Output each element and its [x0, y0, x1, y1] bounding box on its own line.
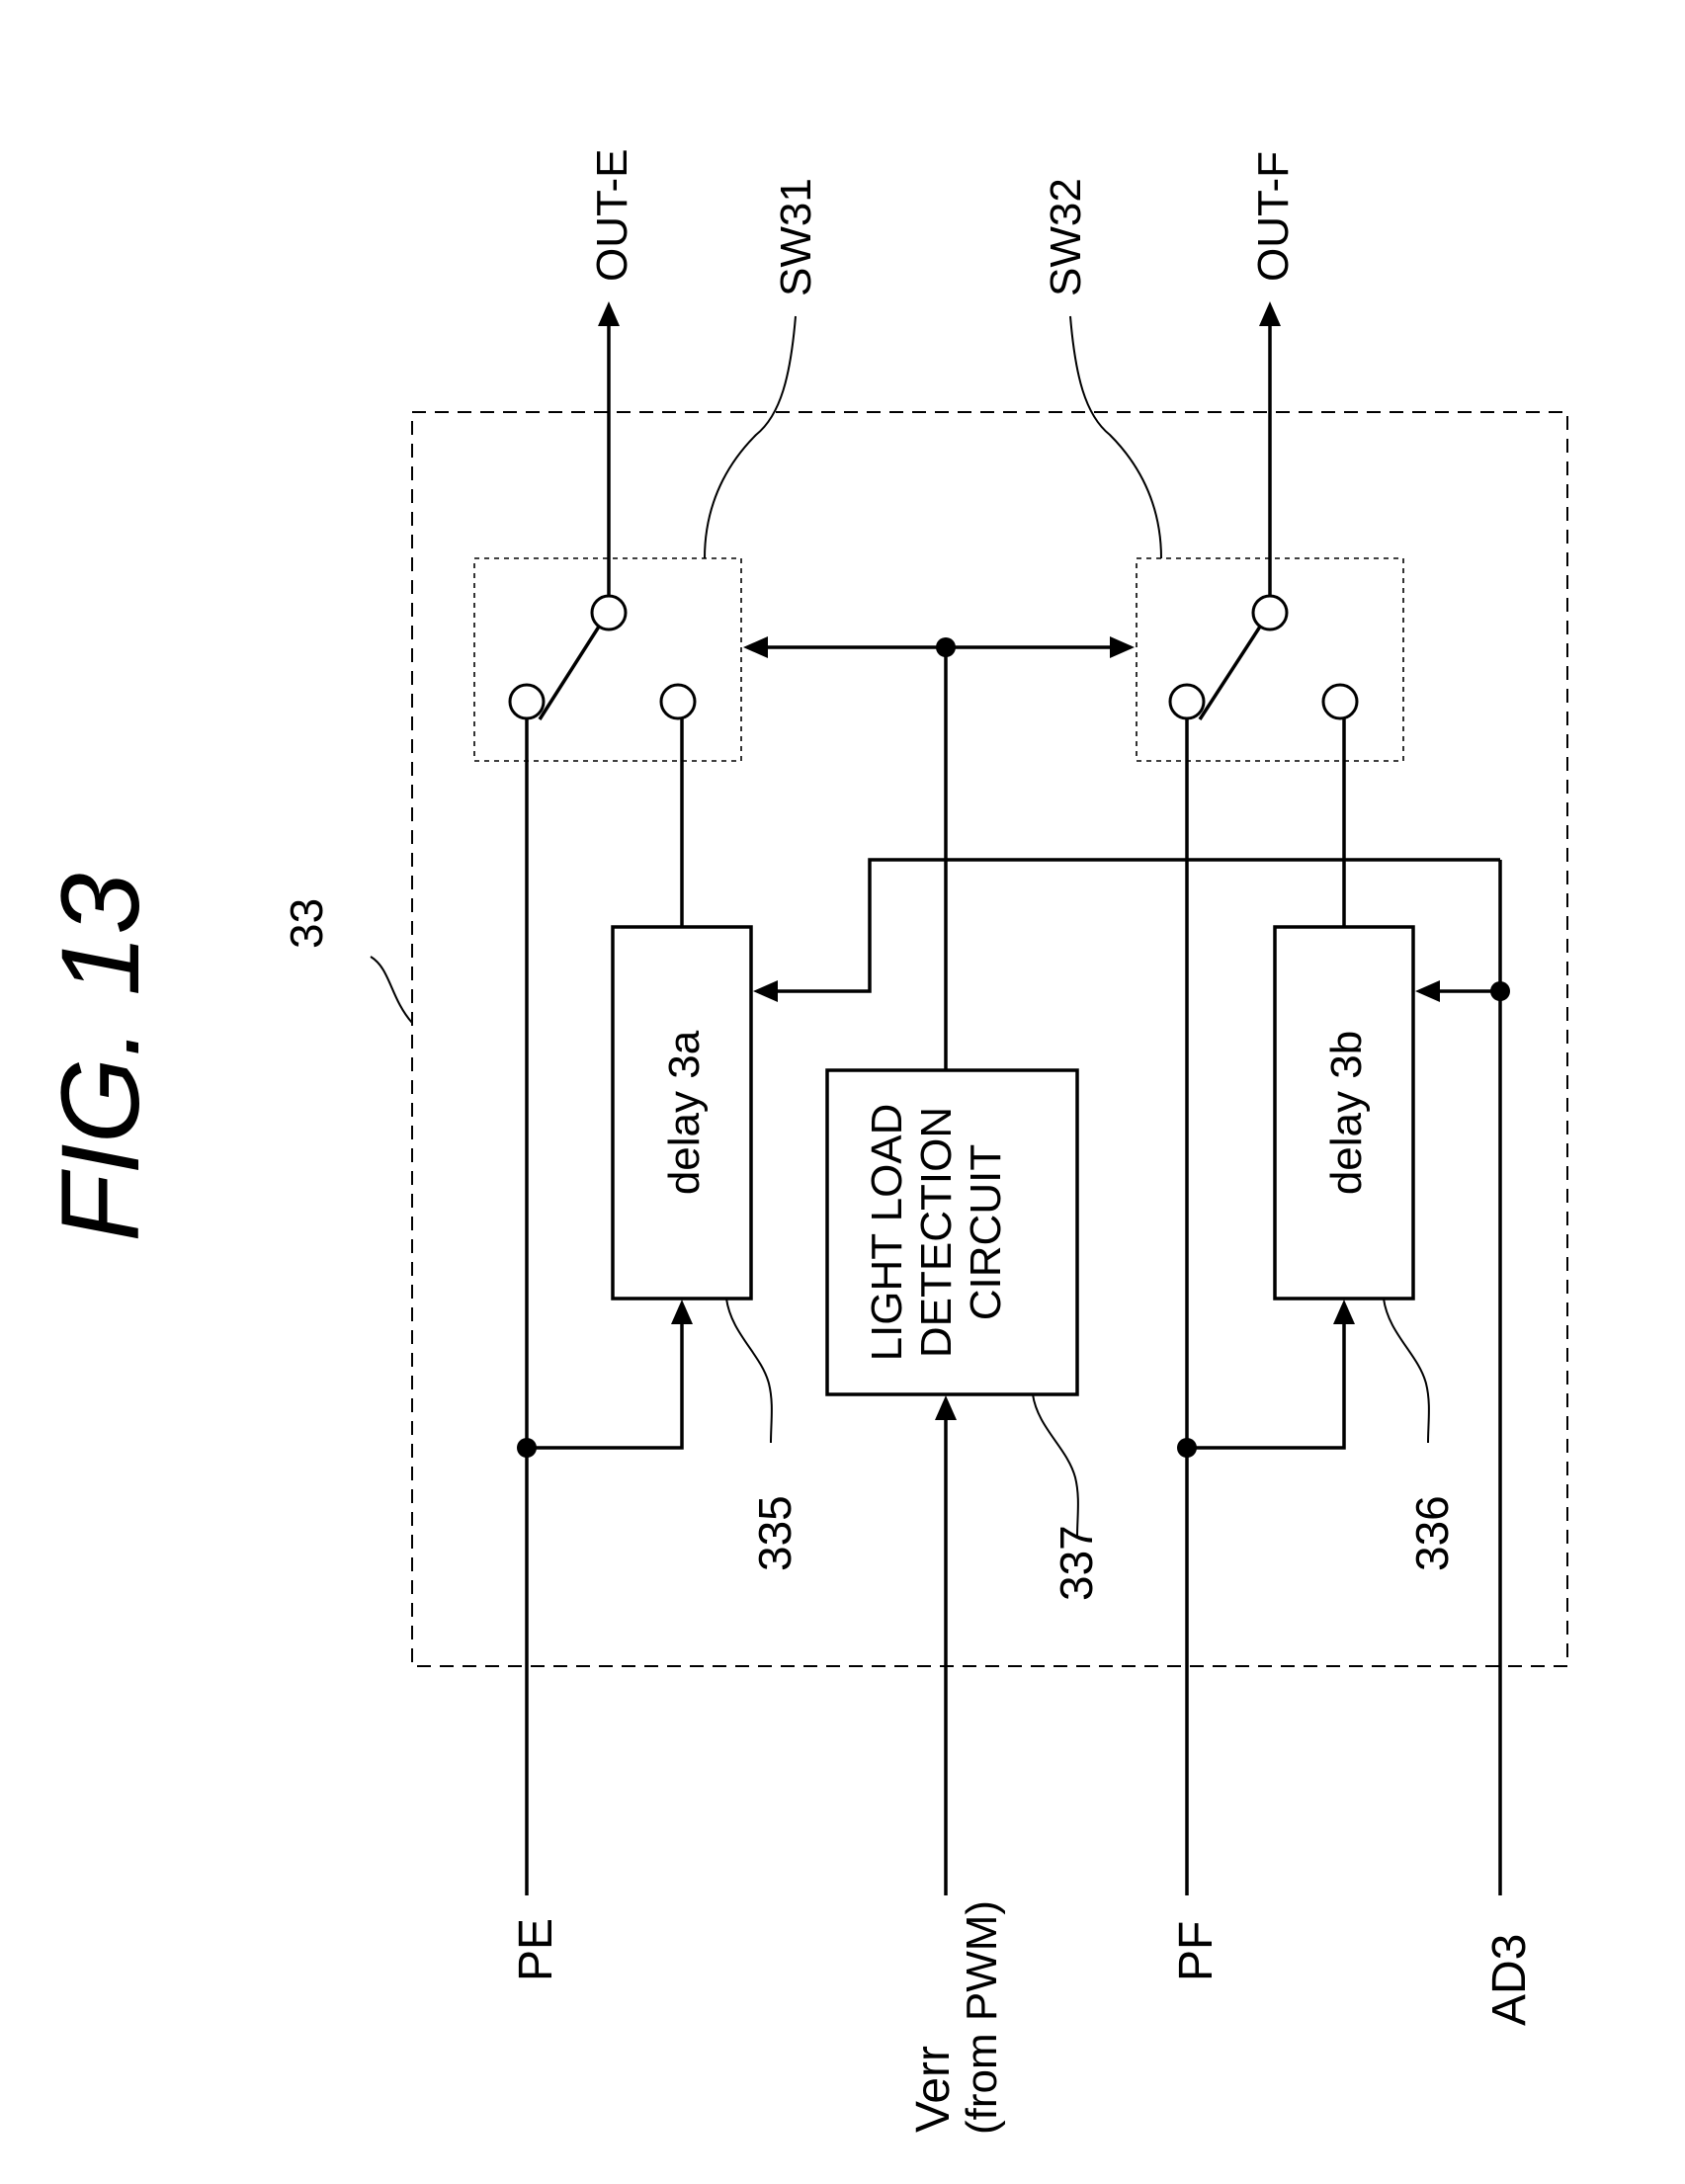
delay-3b-label: delay 3b: [1322, 1031, 1371, 1195]
sw31-label: SW31: [772, 178, 820, 296]
figure-title: FIG. 13: [39, 873, 162, 1241]
out-e-label: OUT-E: [588, 149, 636, 282]
delay-3a-ref: 335: [749, 1495, 800, 1571]
delay-3b-ref: 336: [1406, 1495, 1458, 1571]
sw31-terminal-out: [592, 596, 626, 630]
out-f-arrow: [1259, 301, 1281, 326]
ad3-delay-3b-arrow: [1415, 980, 1440, 1002]
sw31-leader: [705, 316, 796, 558]
delay-3a-leader: [726, 1299, 772, 1443]
sw31-blade: [540, 627, 599, 719]
sw31-control-arrow: [743, 636, 768, 658]
pe-to-delay-3a: [527, 1324, 682, 1448]
detector-ref: 337: [1051, 1525, 1102, 1601]
out-f-label: OUT-F: [1249, 151, 1298, 282]
verr-label-line2: (from PWM): [958, 1900, 1006, 2135]
sw32-terminal-delayed: [1323, 685, 1357, 718]
block-33-ref: 33: [281, 898, 332, 949]
sw32-terminal-common: [1170, 685, 1204, 718]
pf-to-delay-3b: [1187, 1324, 1344, 1448]
ad3-label: AD3: [1483, 1934, 1536, 2026]
verr-label-line1: Verr: [907, 2046, 960, 2133]
block-33-leader: [371, 957, 412, 1023]
sw31-terminal-common: [510, 685, 544, 718]
sw32-blade: [1200, 627, 1260, 719]
detector-label-line1: LIGHT LOAD: [863, 1104, 911, 1362]
detector-leader: [1033, 1394, 1078, 1537]
sw32-terminal-out: [1253, 596, 1287, 630]
sw32-control-arrow: [1110, 636, 1135, 658]
sw31-switch: [510, 596, 695, 719]
detector-label-line2: DETECTION: [912, 1107, 961, 1358]
detector-label-line3: CIRCUIT: [962, 1144, 1010, 1320]
delay-3a-label: delay 3a: [660, 1030, 709, 1195]
ad3-delay-3a-arrow: [753, 980, 778, 1002]
pf-delay-3b-arrow: [1333, 1300, 1355, 1324]
sw31-terminal-delayed: [661, 685, 695, 718]
pe-delay-3a-arrow: [671, 1300, 693, 1324]
pe-label: PE: [510, 1918, 562, 1981]
out-e-arrow: [598, 301, 620, 326]
pf-label: PF: [1170, 1921, 1222, 1981]
sw32-switch: [1170, 596, 1357, 719]
sw32-leader: [1070, 316, 1161, 558]
sw32-label: SW32: [1042, 178, 1090, 296]
delay-3b-leader: [1384, 1299, 1429, 1443]
verr-arrow: [935, 1395, 957, 1420]
